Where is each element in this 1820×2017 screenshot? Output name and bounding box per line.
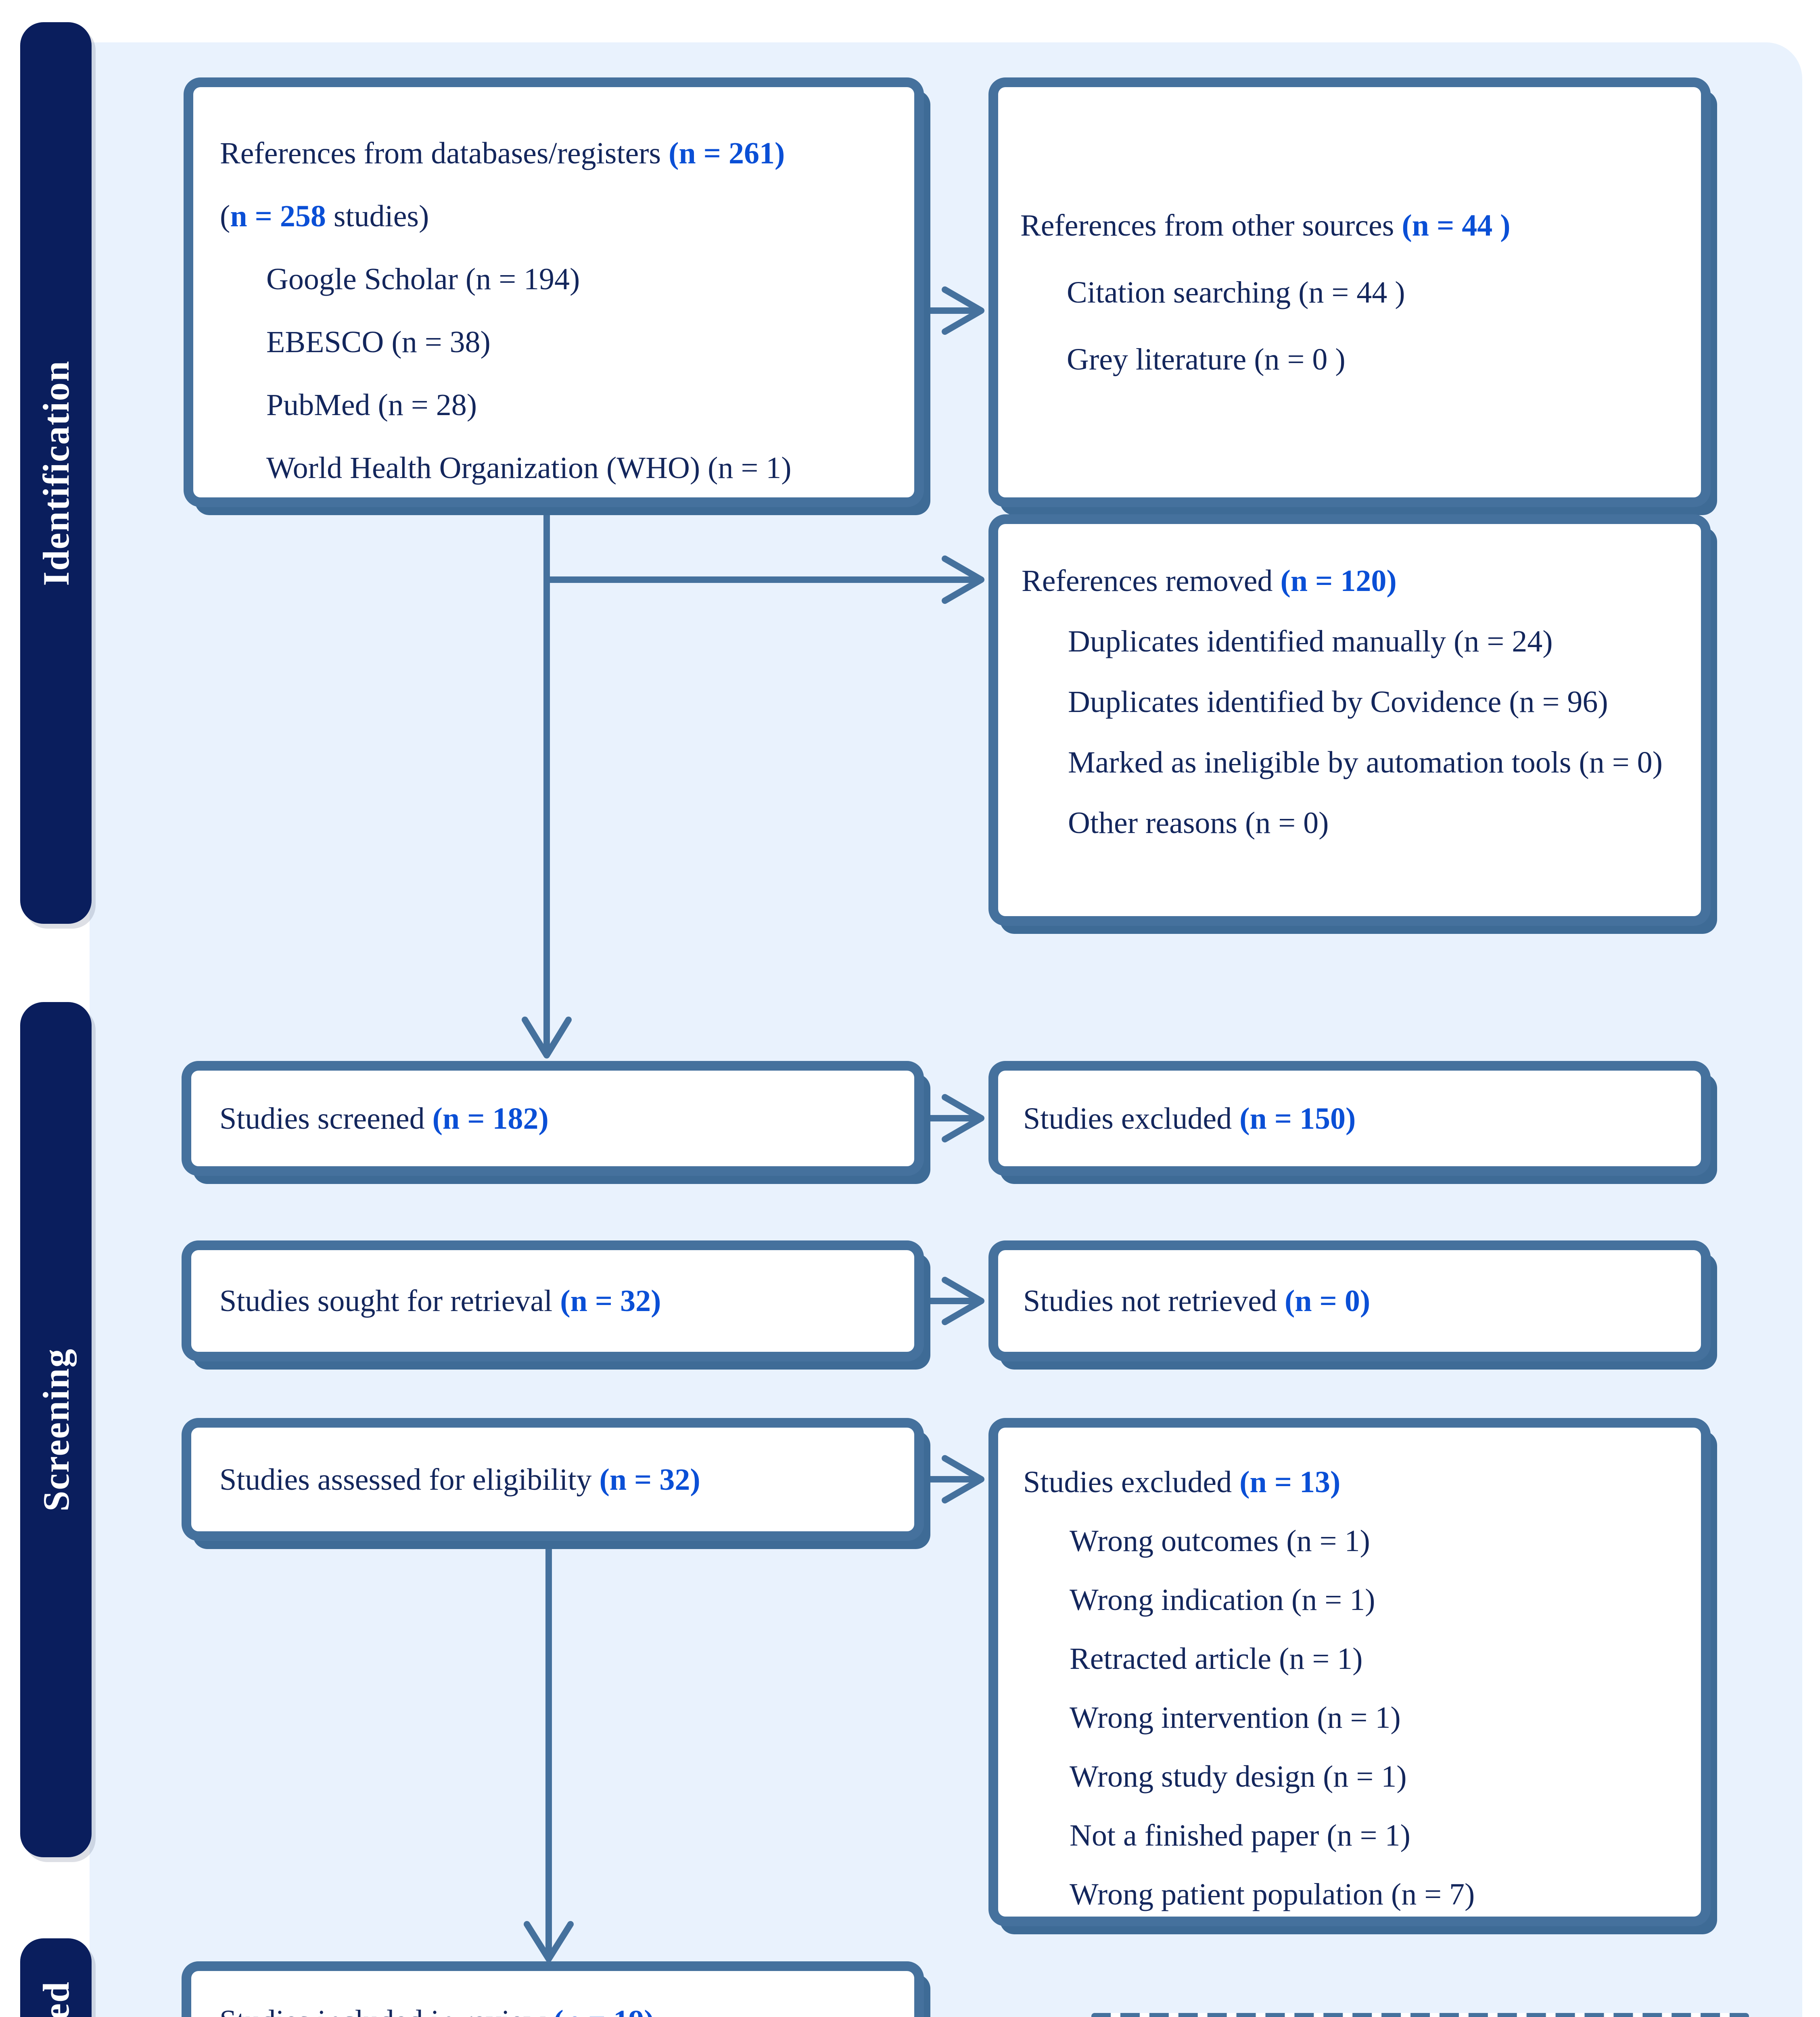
list-item: Wrong outcomes (n = 1)	[1070, 1524, 1370, 1558]
list-item: Duplicates identified by Covidence (n = …	[1068, 685, 1608, 719]
box-title: References removed (n = 120)	[1022, 551, 1678, 611]
list-item: Duplicates identified manually (n = 24)	[1068, 624, 1553, 658]
stage-bar-identification: Identification	[20, 22, 92, 924]
box-studies-included: Studies included in review (n = 19)	[182, 1961, 924, 2017]
title-count: (n = 19)	[553, 2004, 654, 2017]
box-title: Studies excluded (n = 13)	[1023, 1453, 1678, 1512]
stage-bar-screening: Screening	[20, 1002, 92, 1857]
box-title: Studies not retrieved (n = 0)	[1023, 1270, 1370, 1332]
title-text: References removed	[1022, 564, 1281, 598]
box-studies-screened: Studies screened (n = 182)	[182, 1061, 924, 1176]
title-text: Studies included in review	[219, 2004, 553, 2017]
title-count: (n = 32)	[560, 1284, 661, 1318]
list-item: Wrong patient population (n = 7)	[1070, 1877, 1475, 1911]
subtitle-count: n = 258	[230, 199, 326, 233]
title-text: Studies assessed for eligibility	[219, 1462, 600, 1497]
box-studies-not-retrieved: Studies not retrieved (n = 0)	[988, 1240, 1711, 1361]
box-title: Studies included in review (n = 19)	[219, 1990, 654, 2017]
box-studies-excluded-eligibility: Studies excluded (n = 13) Wrong outcomes…	[988, 1418, 1711, 1926]
box-references-removed: References removed (n = 120) Duplicates …	[988, 514, 1711, 926]
title-count: (n = 32)	[599, 1462, 700, 1497]
list-item: Citation searching (n = 44 )	[1067, 275, 1405, 309]
list-item: Wrong study design (n = 1)	[1070, 1760, 1407, 1794]
subtitle-post: studies)	[326, 199, 429, 233]
title-text: References from other sources	[1020, 208, 1402, 242]
stage-label-identification: Identification	[35, 360, 77, 586]
list-item: EBESCO (n = 38)	[266, 325, 491, 359]
list-item: Wrong indication (n = 1)	[1070, 1583, 1375, 1617]
stage-label-screening: Screening	[35, 1348, 77, 1512]
list-item: Wrong intervention (n = 1)	[1070, 1701, 1401, 1735]
box-subtitle: (n = 258 studies)	[220, 185, 890, 248]
box-title: Studies excluded (n = 150)	[1023, 1088, 1356, 1149]
box-references-databases: References from databases/registers (n =…	[184, 77, 924, 507]
box-title: References from databases/registers (n =…	[220, 122, 890, 185]
list-item: Marked as ineligible by automation tools…	[1068, 745, 1663, 779]
title-count: (n = 150)	[1239, 1101, 1356, 1136]
title-count: (n = 13)	[1239, 1465, 1341, 1499]
subtitle-pre: (	[220, 199, 230, 233]
box-studies-excluded-screening: Studies excluded (n = 150)	[988, 1061, 1711, 1176]
box-title: References from other sources (n = 44 )	[1020, 192, 1679, 259]
stage-label-included: Included	[35, 1981, 77, 2017]
title-text: Studies excluded	[1023, 1101, 1240, 1136]
list-item: Not a finished paper (n = 1)	[1070, 1819, 1410, 1852]
title-count: (n = 120)	[1280, 564, 1397, 598]
box-title: Studies sought for retrieval (n = 32)	[219, 1270, 661, 1332]
box-title: Studies assessed for eligibility (n = 32…	[219, 1449, 700, 1510]
title-text: Studies sought for retrieval	[219, 1284, 560, 1318]
title-count: (n = 261)	[669, 136, 785, 170]
box-title: Studies screened (n = 182)	[219, 1088, 549, 1149]
title-text: Studies excluded	[1023, 1465, 1240, 1499]
title-count: (n = 0)	[1284, 1284, 1371, 1318]
title-count: (n = 44 )	[1402, 208, 1511, 242]
box-references-other-sources: References from other sources (n = 44 ) …	[988, 77, 1711, 507]
list-item: Grey literature (n = 0 )	[1067, 342, 1346, 376]
list-item: Other reasons (n = 0)	[1068, 806, 1329, 840]
list-item: Google Scholar (n = 194)	[266, 262, 580, 296]
list-item: Retracted article (n = 1)	[1070, 1642, 1363, 1676]
box-studies-sought: Studies sought for retrieval (n = 32)	[182, 1240, 924, 1361]
box-ongoing-awaiting: Included studies ongoing (n = 0) Studies…	[1091, 2013, 1749, 2017]
title-text: Studies screened	[219, 1101, 433, 1136]
title-text: Studies not retrieved	[1023, 1284, 1285, 1318]
stage-bar-included: Included	[20, 1938, 92, 2017]
list-item: World Health Organization (WHO) (n = 1)	[266, 451, 792, 485]
title-text: References from databases/registers	[220, 136, 669, 170]
title-count: (n = 182)	[432, 1101, 549, 1136]
box-studies-assessed: Studies assessed for eligibility (n = 32…	[182, 1418, 924, 1541]
list-item: PubMed (n = 28)	[266, 388, 477, 422]
